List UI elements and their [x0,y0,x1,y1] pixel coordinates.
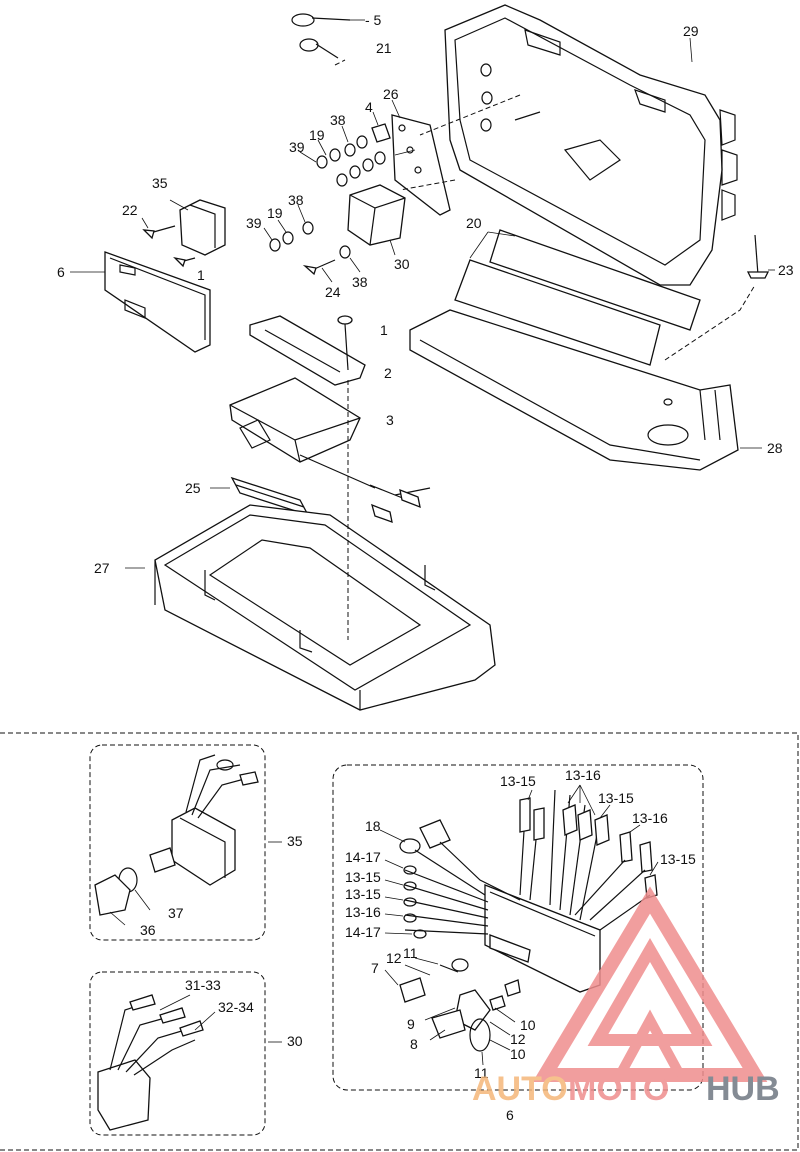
inset-30-frame [89,971,266,1136]
inset-label-30: 30 [287,1033,303,1049]
label-23: 23 [778,262,794,278]
inset-label-13-15b: 13-15 [598,790,634,806]
label-39a: 39 [289,139,305,155]
inset-35-frame [89,744,266,941]
bottom-box-27 [154,504,496,711]
watermark-auto: AUTO [472,1070,568,1108]
label-30: 30 [394,256,410,272]
label-38a: 38 [330,112,346,128]
hardware-stack-upper [316,123,416,187]
inset-label-13-16a: 13-16 [565,767,601,783]
label-1b: 1 [380,322,388,338]
label-2: 2 [384,365,392,381]
housing-29 [444,4,738,286]
inset-35-component [94,754,282,926]
inset-label-6: 6 [506,1107,514,1123]
inset-label-32-34: 32-34 [218,999,254,1015]
base-plate-28 [409,309,739,471]
label-39b: 39 [246,215,262,231]
cable-tie-5 [291,13,351,27]
inset-label-18: 18 [365,818,381,834]
label-6: 6 [57,264,65,280]
inset-label-37: 37 [168,905,184,921]
component-35 [142,199,226,268]
assembly-lines [334,59,756,640]
label-1a: 1 [197,267,205,283]
label-25: 25 [185,480,201,496]
label-19a: 19 [309,127,325,143]
label-3: 3 [386,412,394,428]
inset-label-12a: 12 [386,950,402,966]
watermark-hub: HUB [706,1070,780,1108]
inset-label-13-16c: 13-16 [345,904,381,920]
strap-1-2 [249,315,366,386]
label-19b: 19 [267,205,283,221]
inset-label-10b: 10 [510,1046,526,1062]
inset-label-11a: 11 [403,945,418,961]
label-21: 21 [376,40,392,56]
inset-label-13-15d: 13-15 [345,869,381,885]
module-3 [229,377,431,523]
watermark-moto: MOTO [568,1070,669,1108]
inset-label-14-17a: 14-17 [345,849,381,865]
label-38b: 38 [288,192,304,208]
label-24: 24 [325,284,341,300]
label-27: 27 [94,560,110,576]
bracket-26 [391,114,451,216]
label-22: 22 [122,202,138,218]
label-26: 26 [383,86,399,102]
label-4: 4 [365,99,373,115]
inset-6-frame [332,764,704,1091]
inset-label-31-33: 31-33 [185,977,221,993]
label-35: 35 [152,175,168,191]
inset-label-8: 8 [410,1036,418,1052]
inset-label-36: 36 [140,922,156,938]
label-29: 29 [683,23,699,39]
inset-label-13-15e: 13-15 [345,886,381,902]
inset-label-13-16b: 13-16 [632,810,668,826]
leader-lines-inset [379,784,659,1066]
inset-label-35: 35 [287,833,303,849]
label-38c: 38 [352,274,368,290]
inset-label-9: 9 [407,1016,415,1032]
inset-label-14-17b: 14-17 [345,924,381,940]
label-20: 20 [466,215,482,231]
hardware-stack-lower [269,221,351,276]
inset-label-13-15c: 13-15 [660,851,696,867]
label-28: 28 [767,440,783,456]
tray-20 [454,229,701,366]
leader-lines-top [70,19,775,569]
cable-tie-21 [299,38,339,59]
watermark-logo: AUTO MOTO HUB [472,886,780,1108]
inset-label-10a: 10 [520,1017,536,1033]
inset-6-harness [399,789,658,1052]
circuit-board-6 [104,251,211,353]
fastener-23 [746,234,770,279]
inset-label-13-15a: 13-15 [500,773,536,789]
inset-label-12b: 12 [510,1031,526,1047]
inset-label-7: 7 [371,960,379,976]
inset-30-component [97,994,282,1131]
label-5: - 5 [365,12,382,28]
inset-label-11b: 11 [474,1065,489,1081]
regulator-30 [347,184,406,246]
